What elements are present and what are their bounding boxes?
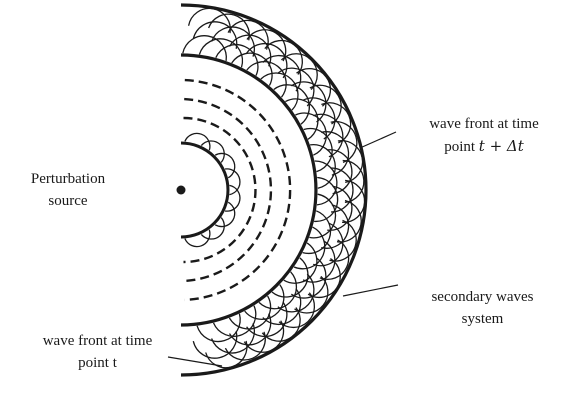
wave-front-dt-label-math: t + Δt	[479, 137, 524, 155]
perturbation-source-label-line1: Perturbation	[8, 168, 128, 190]
secondary-wavelet	[197, 314, 240, 342]
leader-line-secondary	[343, 285, 398, 296]
wave-front-t-label: wave front at time point t	[5, 330, 190, 374]
secondary-wavelet	[261, 73, 298, 110]
wave-front-dt-label-line2: point t + Δt	[395, 135, 573, 158]
wave-front-t-label-line2: point t	[5, 352, 190, 374]
secondary-wavelet	[247, 62, 286, 98]
perturbation-source-label: Perturbation source	[8, 168, 128, 212]
wave-front-dt-label-line1: wave front at time	[395, 113, 573, 135]
wave-front-at-t-plus-dt	[181, 5, 366, 375]
inner-wavelet	[201, 218, 224, 239]
inner-wavelet	[201, 141, 224, 162]
secondary-wavelet	[274, 85, 310, 124]
secondary-wavelet	[331, 122, 357, 163]
inner-wave-front	[181, 143, 228, 237]
secondary-waves-label: secondary waves system	[395, 286, 570, 330]
dashed-wave-front-1	[184, 118, 256, 262]
secondary-waves-label-line1: secondary waves	[395, 286, 570, 308]
secondary-wavelet	[245, 285, 284, 320]
wave-front-dt-label: wave front at time point t + Δt	[395, 113, 573, 158]
secondary-wavelet	[284, 243, 317, 283]
wave-front-dt-label-prefix: point	[444, 139, 479, 155]
secondary-wavelet	[272, 258, 308, 297]
secondary-wavelet	[343, 160, 364, 202]
secondary-wavelet	[232, 53, 272, 85]
secondary-waves-system	[183, 8, 365, 367]
secondary-wavelet	[189, 8, 231, 33]
secondary-waves-label-line2: system	[395, 308, 570, 330]
secondary-wavelet	[259, 272, 296, 309]
secondary-wavelet	[303, 211, 331, 254]
secondary-wavelet	[285, 99, 317, 139]
inner-secondary-wavelets	[185, 133, 240, 246]
secondary-wavelet	[214, 306, 256, 337]
wave-front-t-label-line1: wave front at time	[5, 330, 190, 352]
perturbation-source-label-line2: source	[8, 190, 128, 212]
leader-line-front-dt	[360, 132, 396, 148]
perturbation-source-dot	[177, 186, 186, 195]
